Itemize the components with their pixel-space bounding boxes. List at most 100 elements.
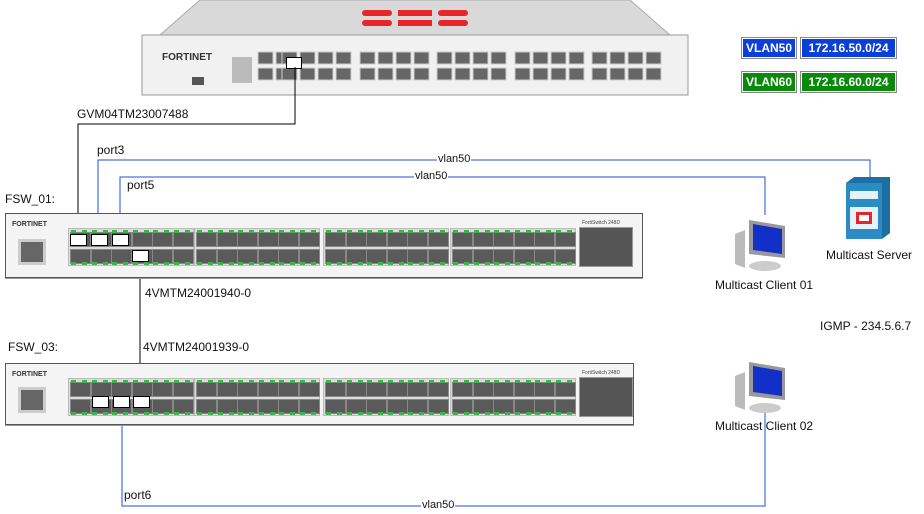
- port-led: [566, 262, 572, 265]
- client1-label: Multicast Client 01: [715, 278, 814, 292]
- port-marker: [112, 234, 129, 246]
- port-led: [357, 230, 363, 233]
- port-led: [555, 412, 561, 415]
- port-led: [453, 262, 458, 265]
- port-led: [153, 412, 158, 415]
- port-led: [337, 262, 342, 265]
- port-led: [378, 262, 383, 265]
- switch-port: [172, 249, 194, 264]
- switch-port: [152, 232, 173, 247]
- fortigate-port: [472, 51, 489, 65]
- port-led: [71, 412, 76, 415]
- port-led: [102, 380, 108, 383]
- port-led: [164, 380, 169, 383]
- switch-port: [131, 382, 153, 397]
- client-pc-icon: [735, 362, 785, 413]
- switch-port: [554, 399, 576, 414]
- port-led: [123, 262, 128, 265]
- switch-port: [452, 232, 473, 247]
- server-icon: [846, 177, 890, 239]
- switch-port: [407, 382, 428, 397]
- port-led: [514, 230, 520, 233]
- port-led: [82, 262, 87, 265]
- port-led: [132, 262, 138, 265]
- switch-port: [493, 382, 514, 397]
- port-led: [228, 230, 234, 233]
- port-led: [91, 412, 97, 415]
- switch-port: [172, 399, 194, 414]
- switch-port: [298, 382, 320, 397]
- port-led: [82, 230, 87, 233]
- fortigate-port: [299, 67, 316, 81]
- port-led: [408, 262, 413, 265]
- switch-port: [427, 399, 449, 414]
- port-led: [525, 380, 531, 383]
- port-led: [91, 262, 97, 265]
- port-led: [514, 380, 520, 383]
- port-led: [398, 262, 404, 265]
- port-led: [419, 262, 424, 265]
- port-led: [228, 262, 234, 265]
- port-led: [428, 262, 434, 265]
- port-led: [310, 380, 316, 383]
- port-led: [346, 380, 352, 383]
- port-led: [238, 262, 243, 265]
- switch-port: [216, 232, 238, 247]
- switch-port: [172, 232, 194, 247]
- switch-port: [554, 232, 576, 247]
- port-led: [408, 412, 413, 415]
- port-led: [398, 380, 404, 383]
- fortigate-port: [436, 51, 453, 65]
- port-led: [346, 412, 352, 415]
- fortigate-port: [413, 51, 430, 65]
- port-led: [378, 380, 383, 383]
- switch-port: [196, 382, 217, 397]
- port-led: [153, 380, 158, 383]
- port-led: [346, 262, 352, 265]
- port-led: [494, 380, 499, 383]
- port-led: [123, 380, 128, 383]
- port-led: [299, 262, 305, 265]
- switch-model: FortiSwitch 248D: [582, 220, 621, 226]
- port-led: [269, 380, 275, 383]
- mgmt-port: [18, 387, 46, 413]
- switch-port: [298, 232, 320, 247]
- port-led: [453, 380, 458, 383]
- switch-port: [325, 382, 346, 397]
- port-led: [132, 230, 138, 233]
- fortigate-device: FORTINET: [141, 0, 689, 96]
- fortigate-port: [609, 51, 626, 65]
- port-led: [494, 262, 499, 265]
- port-led: [184, 380, 190, 383]
- port-led: [428, 230, 434, 233]
- vlan-label: vlan50: [421, 499, 456, 511]
- port-led: [173, 230, 179, 233]
- port-led: [112, 412, 117, 415]
- port-led: [290, 262, 295, 265]
- port-led: [238, 380, 243, 383]
- port-led: [494, 412, 499, 415]
- port-led: [387, 230, 393, 233]
- fortigate-port: [645, 51, 662, 65]
- port-led: [184, 262, 190, 265]
- port-led: [143, 380, 149, 383]
- port-led: [357, 262, 363, 265]
- switch-port: [472, 382, 494, 397]
- port-led: [228, 412, 234, 415]
- svg-text:FORTINET: FORTINET: [162, 52, 212, 63]
- port-led: [102, 262, 108, 265]
- port-led: [505, 262, 510, 265]
- port-led: [299, 380, 305, 383]
- port-led: [428, 380, 434, 383]
- port-led: [439, 412, 445, 415]
- port-led: [91, 230, 97, 233]
- port-led: [505, 230, 510, 233]
- fortigate-serial: GVM04TM23007488: [77, 107, 189, 121]
- port-led: [208, 412, 213, 415]
- fortigate-port: [591, 67, 608, 81]
- port-led: [337, 380, 342, 383]
- port-led: [208, 380, 213, 383]
- fortigate-port: [377, 67, 394, 81]
- port-led: [408, 230, 413, 233]
